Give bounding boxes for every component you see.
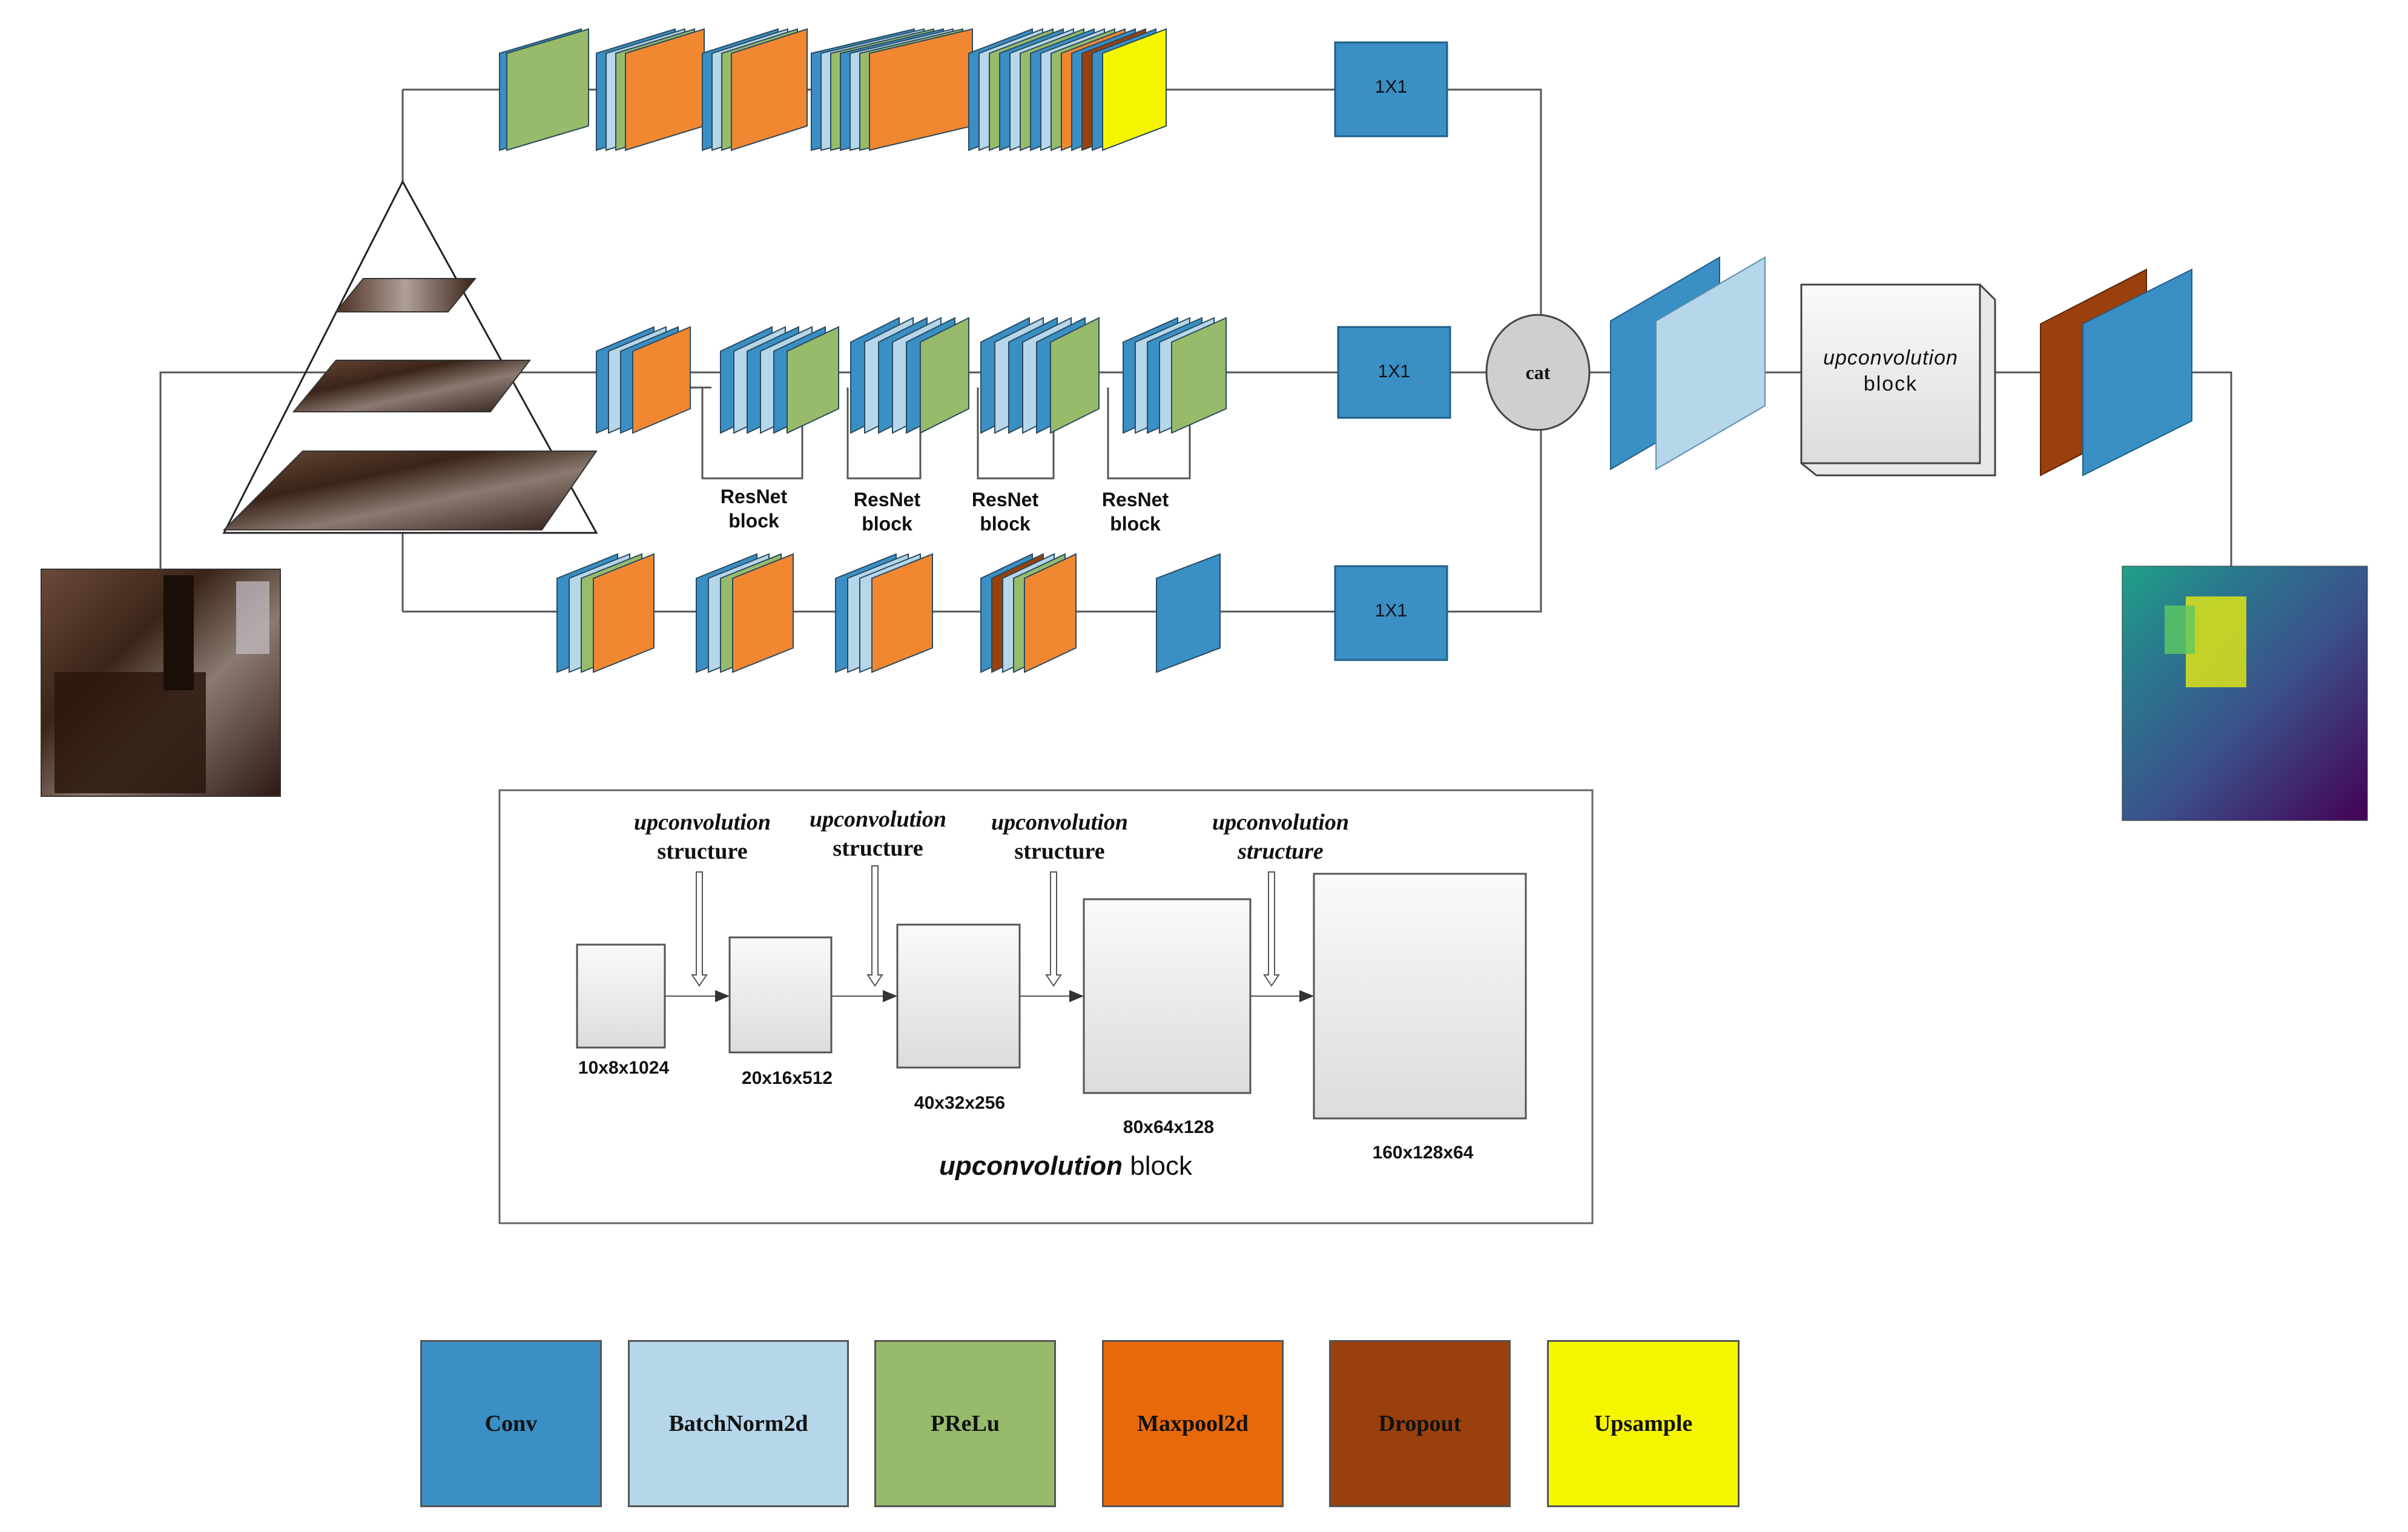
legend-batchnorm: BatchNorm2d: [628, 1340, 849, 1507]
resnet-label-3-line2: block: [980, 513, 1031, 535]
resnet-label-1: ResNet block: [702, 484, 805, 533]
structure-arrow-1: [691, 871, 708, 987]
upconv-box-label-line2: block: [1863, 372, 1918, 395]
resnet-label-2: ResNet block: [842, 487, 932, 536]
upconv-box-label-line1: upconvolution: [1823, 346, 1958, 369]
structure-label-2-line2: structure: [833, 835, 923, 861]
branch-bot-group1-maxpool-layer: [593, 553, 655, 673]
detail-panel-title: upconvolution block: [878, 1149, 1253, 1183]
legend-maxpool: Maxpool2d: [1102, 1340, 1284, 1507]
resnet-label-4-line2: block: [1110, 513, 1161, 535]
resnet-label-4-line1: ResNet: [1101, 489, 1169, 510]
branch-mid-group3-prelu-layer: [920, 317, 969, 434]
resnet-label-3-line1: ResNet: [971, 489, 1039, 510]
legend-dropout: Dropout: [1329, 1340, 1511, 1507]
structure-label-4: upconvolution structure: [1190, 808, 1371, 866]
branch-bot-group3-maxpool-layer: [871, 553, 933, 673]
middle-branch-layers: [596, 317, 1227, 434]
branch-bot-group2-maxpool-layer: [732, 553, 794, 673]
structure-arrow-4: [1263, 871, 1280, 987]
conv1x1-middle-box: [1337, 326, 1451, 419]
stage-dim-2: 20x16x512: [741, 1068, 833, 1088]
detail-stage-box-5: [1313, 873, 1527, 1120]
branch-top-group1-prelu-layer: [506, 28, 589, 151]
pyramid-level-large: [222, 451, 598, 530]
conv1x1-middle-label: 1X1: [1377, 362, 1411, 381]
resnet-label-1-line2: block: [728, 510, 779, 532]
upconvolution-block-box: [1800, 283, 1996, 477]
structure-label-4-line1: upconvolution: [1212, 810, 1349, 835]
pyramid-level-medium: [292, 360, 532, 412]
structure-label-4-line2: structure: [1238, 838, 1324, 864]
structure-label-2: upconvolution structure: [787, 805, 969, 863]
concat-node: [1485, 314, 1591, 431]
stage-dim-5: 160x128x64: [1372, 1143, 1474, 1163]
image-pyramid: [222, 179, 598, 534]
upconv-box-label: upconvolution block: [1801, 345, 1980, 397]
detail-stage-box-3: [896, 923, 1021, 1069]
pyramid-level-small: [334, 278, 477, 312]
conv1x1-top-box: [1334, 41, 1448, 137]
legend-prelu: PReLu: [874, 1340, 1056, 1507]
resnet-label-2-line2: block: [862, 513, 912, 535]
concat-label: cat: [1525, 362, 1551, 383]
upconvolution-detail-panel: [498, 789, 1594, 1224]
detail-title-italic: upconvolution: [938, 1151, 1123, 1181]
branch-mid-group2-prelu-layer: [787, 326, 839, 434]
structure-label-1-line1: upconvolution: [634, 810, 771, 835]
bottom-branch-layers: [556, 553, 1221, 673]
cat-feature-batchnorm: [1655, 256, 1766, 470]
detail-title-rest: block: [1123, 1151, 1192, 1181]
detail-stage-box-4: [1083, 898, 1252, 1094]
branch-bot-group4-maxpool-layer: [1024, 553, 1077, 673]
input-image: [41, 569, 281, 797]
branch-bot-group5-conv-layer: [1156, 553, 1221, 673]
legend-conv: Conv: [420, 1340, 602, 1507]
detail-stage-box-2: [728, 936, 833, 1054]
legend-upsample: Upsample: [1547, 1340, 1740, 1507]
structure-arrow-2: [866, 865, 883, 987]
top-branch-layers: [499, 28, 1167, 151]
structure-label-2-line1: upconvolution: [810, 807, 946, 832]
structure-label-3: upconvolution structure: [969, 808, 1150, 866]
conv1x1-bottom-box: [1334, 565, 1448, 661]
branch-top-group5-upsample-layer: [1102, 28, 1167, 151]
stage-dim-3: 40x32x256: [914, 1093, 1006, 1113]
structure-label-3-line1: upconvolution: [991, 810, 1128, 835]
structure-arrow-3: [1045, 871, 1062, 987]
stage-dim-4: 80x64x128: [1123, 1117, 1215, 1137]
stage-dim-1: 10x8x1024: [578, 1058, 670, 1078]
resnet-label-2-line1: ResNet: [853, 489, 921, 510]
branch-mid-group5-prelu-layer: [1171, 317, 1227, 434]
structure-label-1-line2: structure: [657, 838, 748, 864]
resnet-brackets: [701, 388, 1191, 480]
branch-mid-group4-prelu-layer: [1050, 317, 1100, 434]
output-feature-conv: [2082, 268, 2192, 477]
structure-label-3-line2: structure: [1014, 838, 1105, 864]
resnet-label-3: ResNet block: [960, 487, 1051, 536]
resnet-label-4: ResNet block: [1090, 487, 1181, 536]
branch-top-group3-maxpool-layer: [731, 28, 808, 151]
detail-stage-box-1: [576, 943, 666, 1049]
resnet-label-1-line1: ResNet: [720, 486, 788, 507]
conv1x1-top-label: 1X1: [1374, 77, 1408, 97]
structure-label-1: upconvolution structure: [612, 808, 793, 866]
conv1x1-bottom-label: 1X1: [1374, 601, 1408, 621]
depth-output-image: [2122, 566, 2368, 821]
branch-mid-group1-maxpool-layer: [632, 326, 691, 434]
